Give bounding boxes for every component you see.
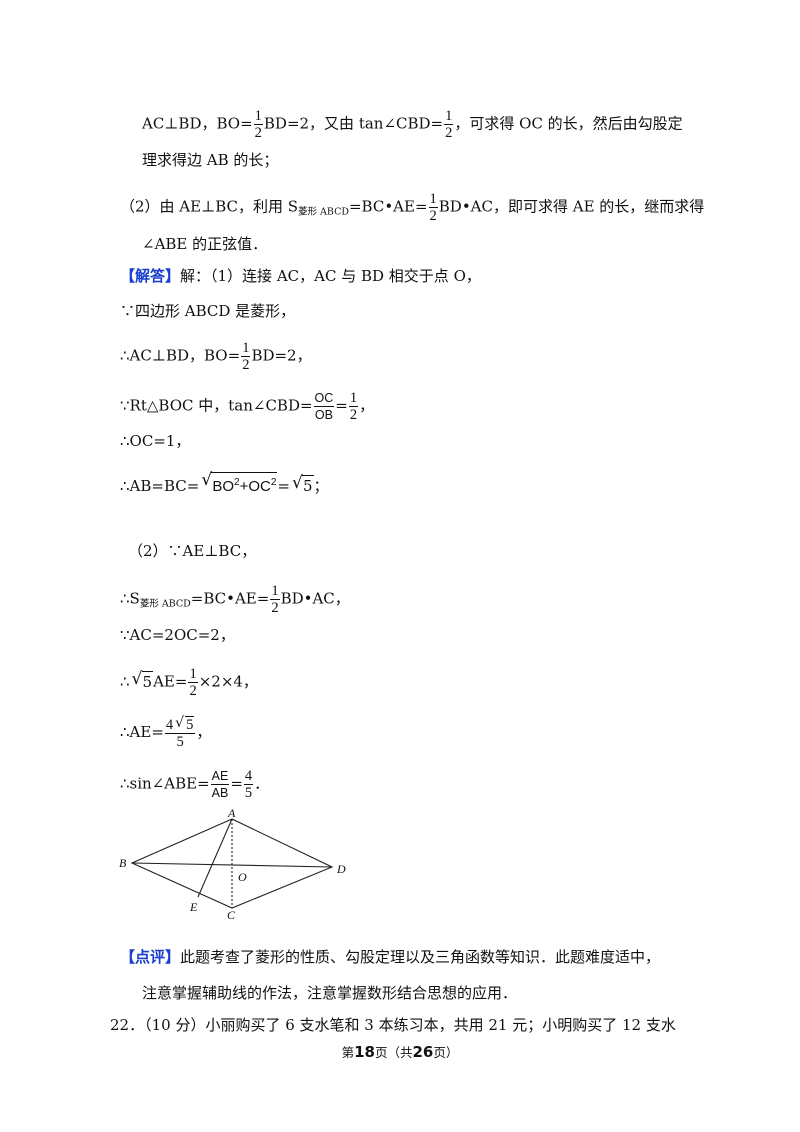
rhombus-figure: A B C D E O [119, 806, 346, 922]
solution-tag: 【解答】 [120, 267, 181, 285]
label-c: C [227, 908, 236, 922]
analysis-line-4: ∠ABE 的正弦值． [142, 235, 268, 253]
label-o: O [238, 870, 247, 884]
sqrt-expression: √BO2+OC2 [201, 470, 278, 495]
label-a: A [227, 806, 236, 820]
analysis-text: BD=2，又由 tan∠CBD= [263, 114, 444, 133]
label-d: D [336, 862, 346, 876]
solution-intro: 【解答】解：（1）连接 AC，AC 与 BD 相交于点 O， [120, 267, 481, 285]
page-total: 26 [412, 1043, 434, 1061]
sqrt-five: √5 [291, 473, 314, 495]
sqrt-five: √5 [131, 668, 154, 691]
part2-line-1: （2）∵AE⊥BC， [128, 542, 257, 560]
comment-line-1: 【点评】此题考查了菱形的性质、勾股定理以及三角函数等知识．此题难度适中， [120, 948, 661, 966]
comment-tag: 【点评】 [120, 948, 181, 966]
analysis-text: AC⊥BD，BO= [142, 114, 253, 133]
comment-line-2: 注意掌握辅助线的作法，注意掌握数形结合思想的应用． [142, 984, 518, 1002]
question-22: 22．（10 分）小丽购买了 6 支水笔和 3 本练习本，共用 21 元；小明购… [110, 1016, 676, 1034]
solution-step-4: ∴OC=1， [120, 432, 191, 450]
label-e: E [189, 900, 198, 914]
page-number: 18 [354, 1043, 375, 1061]
page-footer: 第18页（共26页） [341, 1043, 459, 1061]
label-b: B [119, 856, 127, 870]
solution-step-5: ∴AB=BC=√BO2+OC2=√5； [120, 470, 329, 495]
analysis-line-2: 理求得边 AB 的长； [142, 151, 279, 169]
solution-step-1: ∵四边形 ABCD 是菱形， [120, 302, 296, 320]
part2-line-3: ∵AC=2OC=2， [120, 626, 235, 644]
segment-ae [197, 818, 233, 898]
analysis-text: ，可求得 OC 的长，然后由勾股定 [454, 114, 683, 133]
